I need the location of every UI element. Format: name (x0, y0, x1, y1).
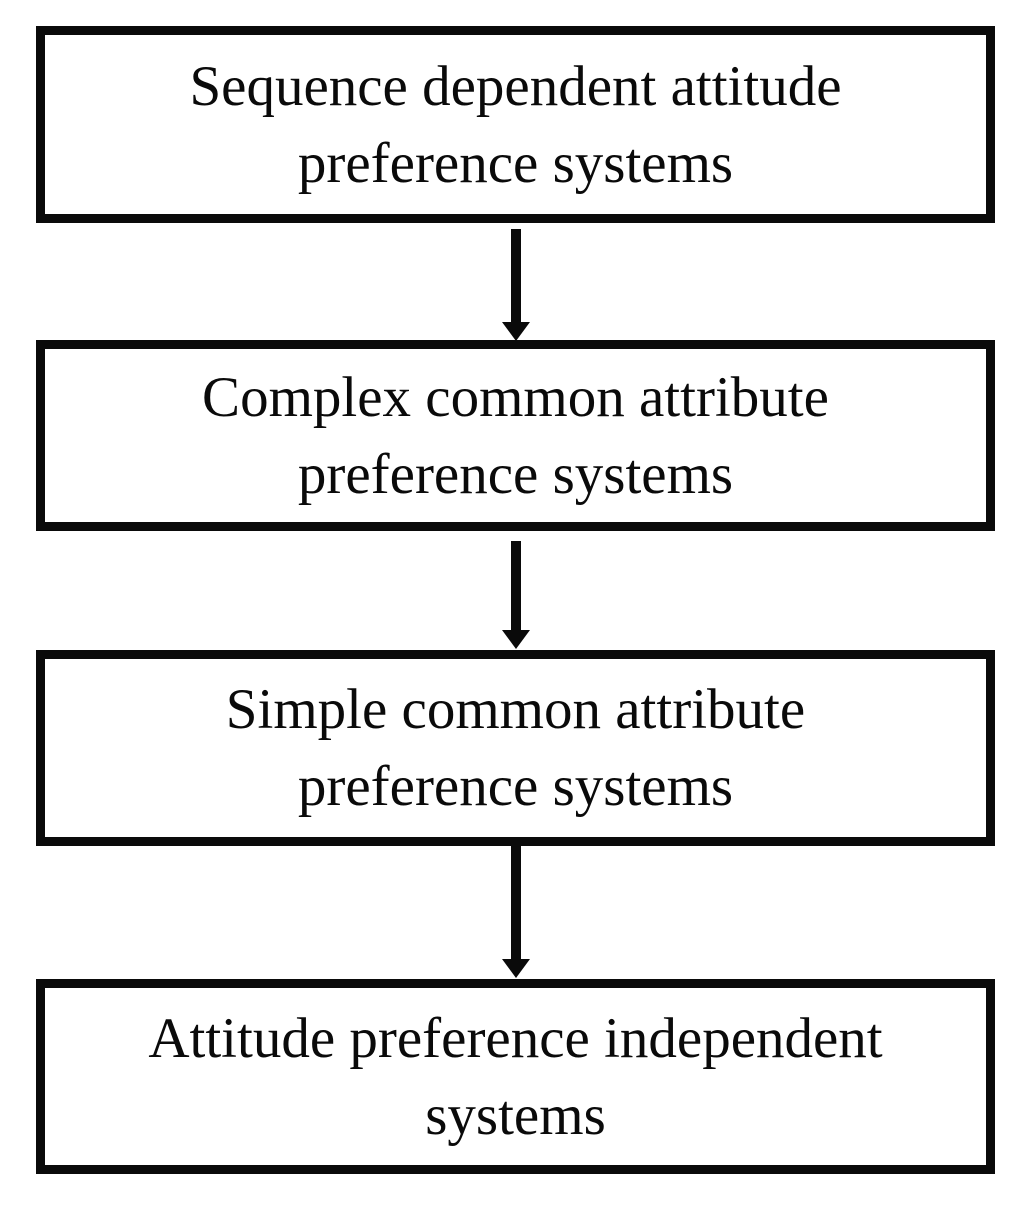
down-arrow-icon (502, 229, 530, 341)
arrow-shaft (511, 229, 521, 322)
flow-box-complex-common-attribute: Complex common attribute preference syst… (36, 340, 995, 531)
flow-box-sequence-dependent: Sequence dependent attitude preference s… (36, 26, 995, 223)
flow-box-label-line: preference systems (297, 131, 734, 195)
flow-box-label-line: Sequence dependent attitude (189, 54, 842, 118)
down-arrow-icon (502, 541, 530, 649)
flow-box-label-line: preference systems (297, 755, 734, 818)
arrow-shaft (511, 846, 521, 959)
arrow-shaft (511, 541, 521, 630)
flow-box-label-line: Complex common attribute (202, 365, 829, 429)
down-arrow-icon (502, 846, 530, 978)
flow-box-label-line: preference systems (297, 442, 734, 506)
flow-box-label-line: systems (425, 1083, 606, 1147)
arrow-head (502, 322, 530, 341)
flow-box-attitude-independent: Attitude preference independent systems (36, 979, 995, 1174)
arrow-head (502, 630, 530, 649)
flow-box-simple-common-attribute: Simple common attribute preference syste… (36, 650, 995, 846)
flow-box-label-line: Simple common attribute (225, 678, 806, 741)
flow-box-label-line: Attitude preference independent (148, 1006, 883, 1070)
arrow-head (502, 959, 530, 978)
